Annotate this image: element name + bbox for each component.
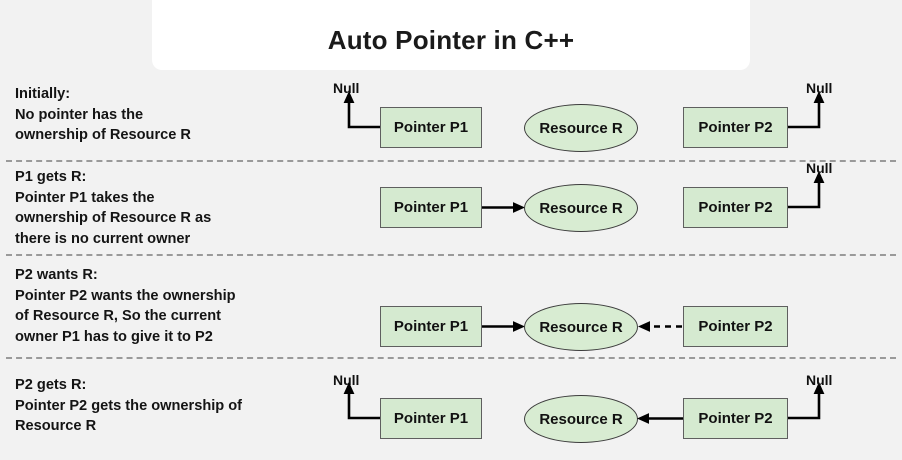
node-pointer-p2-row3[interactable]: Pointer P2 [683, 306, 788, 347]
page-title: Auto Pointer in C++ [327, 25, 575, 55]
null-arrow-p2-row2 [788, 171, 825, 209]
null-label-p2-row4: Null [806, 372, 833, 388]
row-separator-1 [6, 160, 896, 162]
node-pointer-p1-row2[interactable]: Pointer P1 [380, 187, 482, 228]
null-arrow-p1-row4 [343, 382, 382, 420]
node-resource-r-row2[interactable]: Resource R [524, 184, 638, 232]
null-arrow-p2-row1 [788, 91, 825, 129]
node-pointer-p2-row2[interactable]: Pointer P2 [683, 187, 788, 228]
node-pointer-p1-row3[interactable]: Pointer P1 [380, 306, 482, 347]
node-resource-r-row4[interactable]: Resource R [524, 395, 638, 443]
node-pointer-p1-row4[interactable]: Pointer P1 [380, 398, 482, 439]
null-label-p2-row2: Null [806, 160, 833, 176]
arrow-p2-owns-resource-row4 [637, 413, 683, 424]
arrow-p1-to-resource-row3 [482, 321, 525, 332]
row-description-initially: Initially: No pointer has the ownership … [15, 86, 191, 143]
node-pointer-p2-row4[interactable]: Pointer P2 [683, 398, 788, 439]
null-label-p2-row1: Null [806, 80, 833, 96]
null-label-p1-row1: Null [333, 80, 360, 96]
row-separator-2 [6, 254, 896, 256]
row-description-p1-gets-r: P1 gets R: Pointer P1 takes the ownershi… [15, 169, 212, 247]
null-arrow-p1-row1 [343, 91, 382, 129]
arrow-p1-to-resource-row2 [482, 202, 525, 213]
arrow-p2-requests-resource-row3 [638, 321, 682, 332]
title-card: Auto Pointer in C++ [152, 0, 750, 70]
row-description-p2-wants-r: P2 wants R: Pointer P2 wants the ownersh… [15, 267, 236, 345]
row-description-p2-gets-r: P2 gets R: Pointer P2 gets the ownership… [15, 377, 243, 434]
node-resource-r-row3[interactable]: Resource R [524, 303, 638, 351]
null-label-p1-row4: Null [333, 372, 360, 388]
node-pointer-p2-row1[interactable]: Pointer P2 [683, 107, 788, 148]
row-separator-3 [6, 357, 896, 359]
node-resource-r-row1[interactable]: Resource R [524, 104, 638, 152]
null-arrow-p2-row4 [788, 382, 825, 420]
node-pointer-p1-row1[interactable]: Pointer P1 [380, 107, 482, 148]
